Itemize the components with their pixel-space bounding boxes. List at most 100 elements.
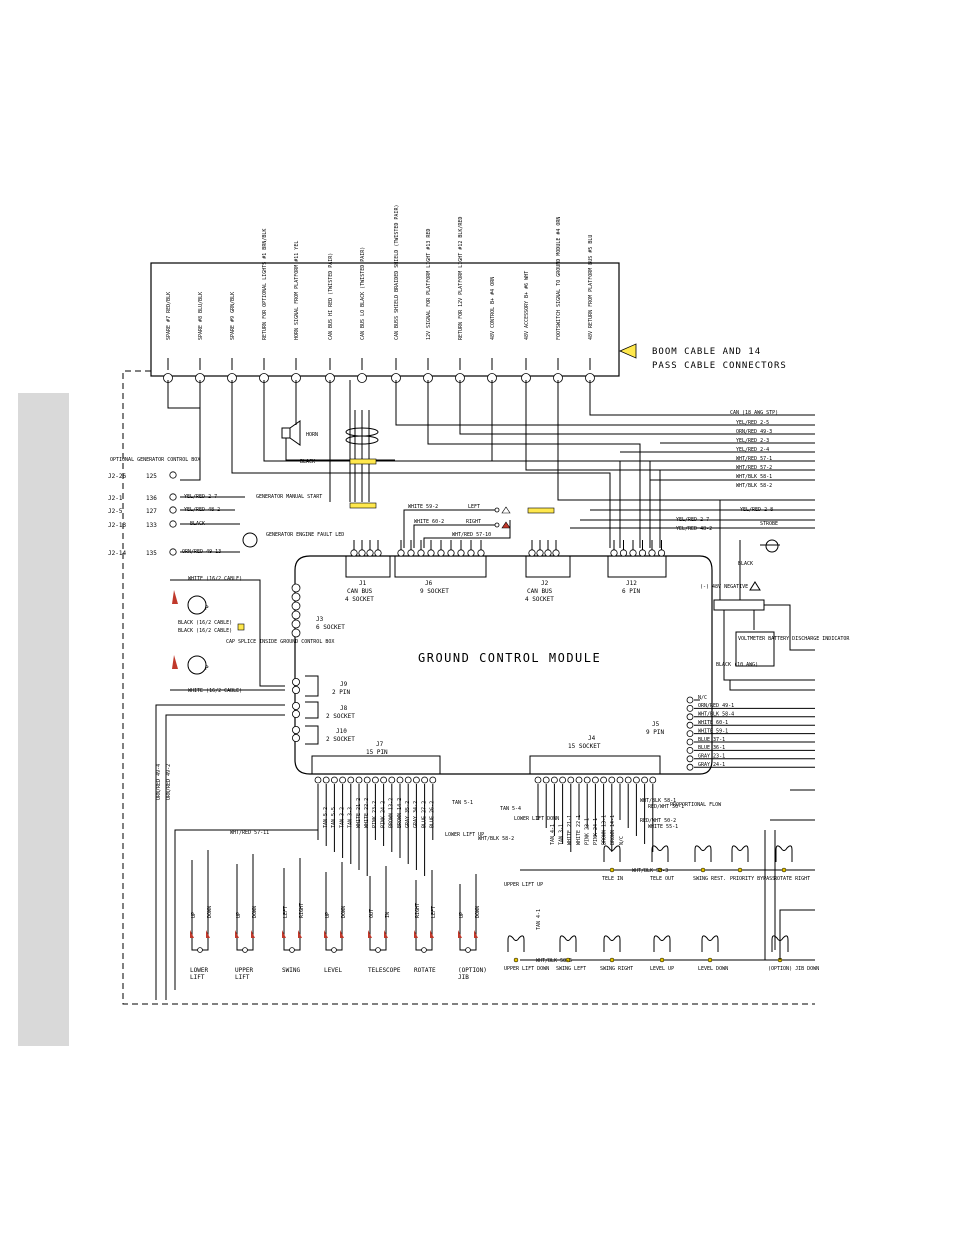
boom-pin-label: 12V SIGNAL FOR PLATFORM LIGHT #13 RED (426, 229, 432, 340)
j7-pin (421, 776, 429, 784)
j3-pin (291, 619, 301, 629)
j4-pin (616, 776, 624, 784)
j7-wire-label: BLUE 26-2 (430, 801, 436, 828)
j2-pin-num: 127 (146, 508, 157, 515)
j6-wire-white-60: WHITE 60-2 (414, 519, 444, 525)
left-indicator-icon (494, 507, 500, 513)
switch-node (289, 947, 295, 953)
connector-pin (366, 549, 374, 557)
valve-node (657, 867, 663, 873)
j4-pin (600, 776, 607, 784)
j4-right-wire-label: WHITE 55-1 (648, 824, 678, 830)
tan-5-4-label: TAN 5-4 (500, 806, 521, 812)
strobe-label: STROBE (760, 521, 778, 527)
switch-group-name: ROTATE (414, 967, 436, 974)
connector-pin (536, 549, 544, 557)
valve-node (737, 867, 743, 873)
j2-pin-id: J2-5 (108, 508, 123, 515)
switch-label-a: OUT (369, 909, 375, 918)
valve-node (609, 867, 615, 873)
solenoid-coil-icon (651, 845, 669, 862)
j2-pin-num: 125 (146, 473, 157, 480)
j6-wires: WHITE 59-2 LEFT WHITE 60-2 RIGHT WHT/RED… (403, 504, 511, 548)
lower-lift-down-label: LOWER LIFT DOWN (514, 816, 559, 822)
j5-wire-label: GRAY 23-1 (698, 754, 725, 760)
j5-wire-label: BLUE 37-1 (698, 737, 725, 743)
wire-label-yel-2-4: YEL/RED 2-4 (736, 447, 769, 453)
j4-pin (542, 776, 550, 784)
switch-mark-icon (282, 930, 286, 938)
connector-pin (638, 549, 647, 557)
j2-pin-id: J2-13 (108, 522, 126, 529)
j9-housing (305, 675, 319, 697)
j4-pin (575, 776, 583, 784)
switch-wire (369, 866, 387, 925)
j4-wire-label: PINK 23-1 (584, 818, 590, 845)
switch-group-name: (OPTION) (458, 967, 487, 974)
switch-node (331, 947, 337, 953)
switch-label-a: UP (325, 912, 331, 918)
j7-name: J7 (376, 741, 384, 748)
switch-mark-icon (190, 930, 194, 938)
j7-pin (388, 776, 396, 784)
connector-pin (407, 549, 415, 557)
generator-wires (180, 496, 245, 553)
j8-housing (305, 701, 319, 719)
switch-mark-icon (414, 930, 418, 938)
connector-pin (619, 549, 628, 557)
j4-wire-label: BROWN 14-1 (610, 815, 616, 845)
j4-wire-label: PINK 24-1 (593, 818, 599, 845)
solenoid-coil-icon (694, 845, 712, 862)
j5-pin (686, 705, 694, 712)
switch-label-b: IN (385, 912, 391, 918)
j8-name: J8 (340, 705, 348, 712)
j6-wire-left: LEFT (468, 504, 480, 510)
j3-pin (291, 628, 301, 638)
tan-4-1-label: TAN 4-1 (536, 909, 542, 930)
j5-wire-label: N/C (698, 695, 707, 701)
switch-wire (191, 850, 209, 925)
j7-pin (404, 776, 412, 784)
wire-label-yel-48: YEL/RED 48-2 (676, 526, 712, 532)
j7-wire-label: GRAY 34-2 (413, 801, 419, 828)
j7-pin (322, 776, 330, 784)
j7-pin (330, 776, 338, 784)
wire-label-wht-57-1: WHT/RED 57-1 (736, 456, 772, 462)
page-margin-bar (18, 393, 69, 1046)
j4-right-wire-label: RED/WHT 50-2 (640, 818, 676, 824)
solenoid-coil-icon (603, 845, 621, 862)
j5-pin (686, 696, 694, 704)
valve-bottom-label: LEVEL DOWN (698, 966, 728, 972)
connector-pin (374, 549, 382, 557)
wire-label-wht-57-2: WHT/RED 57-2 (736, 465, 772, 471)
j5-wire-label: GRAY 24-1 (698, 762, 725, 768)
valve-top-label: TELE OUT (650, 876, 674, 882)
switch-group-name: LOWER (190, 967, 208, 974)
splice-cap-icon (237, 623, 245, 631)
j5-pin (686, 738, 694, 746)
wht-red-57-11-wire (174, 790, 319, 990)
valve-bottom-label: LEVEL UP (650, 966, 674, 972)
j7-wire-label: PINK 24-2 (380, 801, 386, 828)
connector-pin (657, 549, 666, 557)
black-label: BLACK (300, 459, 315, 465)
switch-body (415, 925, 433, 951)
j4-wire-label: TAN 4-1 (550, 824, 556, 845)
j7-pin (347, 776, 355, 784)
boom-pin-label: 48V CONTROL B+ #4 ORN (490, 277, 496, 340)
enclosure-boundary (122, 370, 815, 1005)
j7-wire-label: BROWN 13-2 (389, 798, 395, 828)
black-10awg-label: BLACK (10 AWG) (716, 662, 758, 668)
j2-pin-num: 136 (146, 495, 157, 502)
solenoid-coil-icon (559, 935, 577, 952)
neg-48v-label: (-) 48V NEGATIVE (700, 584, 748, 590)
black-16-cable-b: BLACK (16/2 CABLE) (178, 628, 232, 634)
can-bus-pair (329, 380, 555, 514)
j2-desc2: 4 SOCKET (525, 596, 554, 603)
j7-pin (314, 776, 322, 784)
